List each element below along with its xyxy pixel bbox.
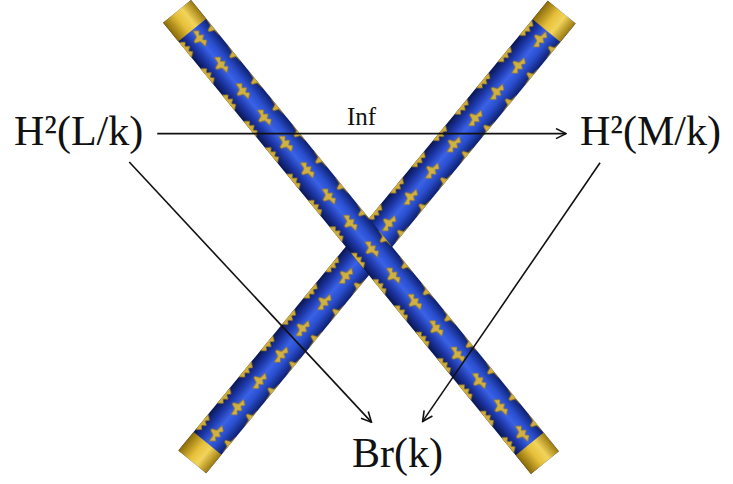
node-text: H²(L/k) — [14, 108, 143, 154]
morphism-arrow — [423, 163, 600, 422]
node-text: Br(k) — [352, 430, 443, 476]
node-text: H²(M/k) — [580, 108, 721, 154]
morphism-arrow — [157, 133, 566, 135]
math-object: Br(k) — [346, 428, 449, 478]
math-object: H²(L/k) — [8, 106, 149, 156]
arrow-label: Inf — [343, 103, 380, 131]
morphism-arrow — [129, 162, 371, 422]
math-object: H²(M/k) — [574, 106, 727, 156]
